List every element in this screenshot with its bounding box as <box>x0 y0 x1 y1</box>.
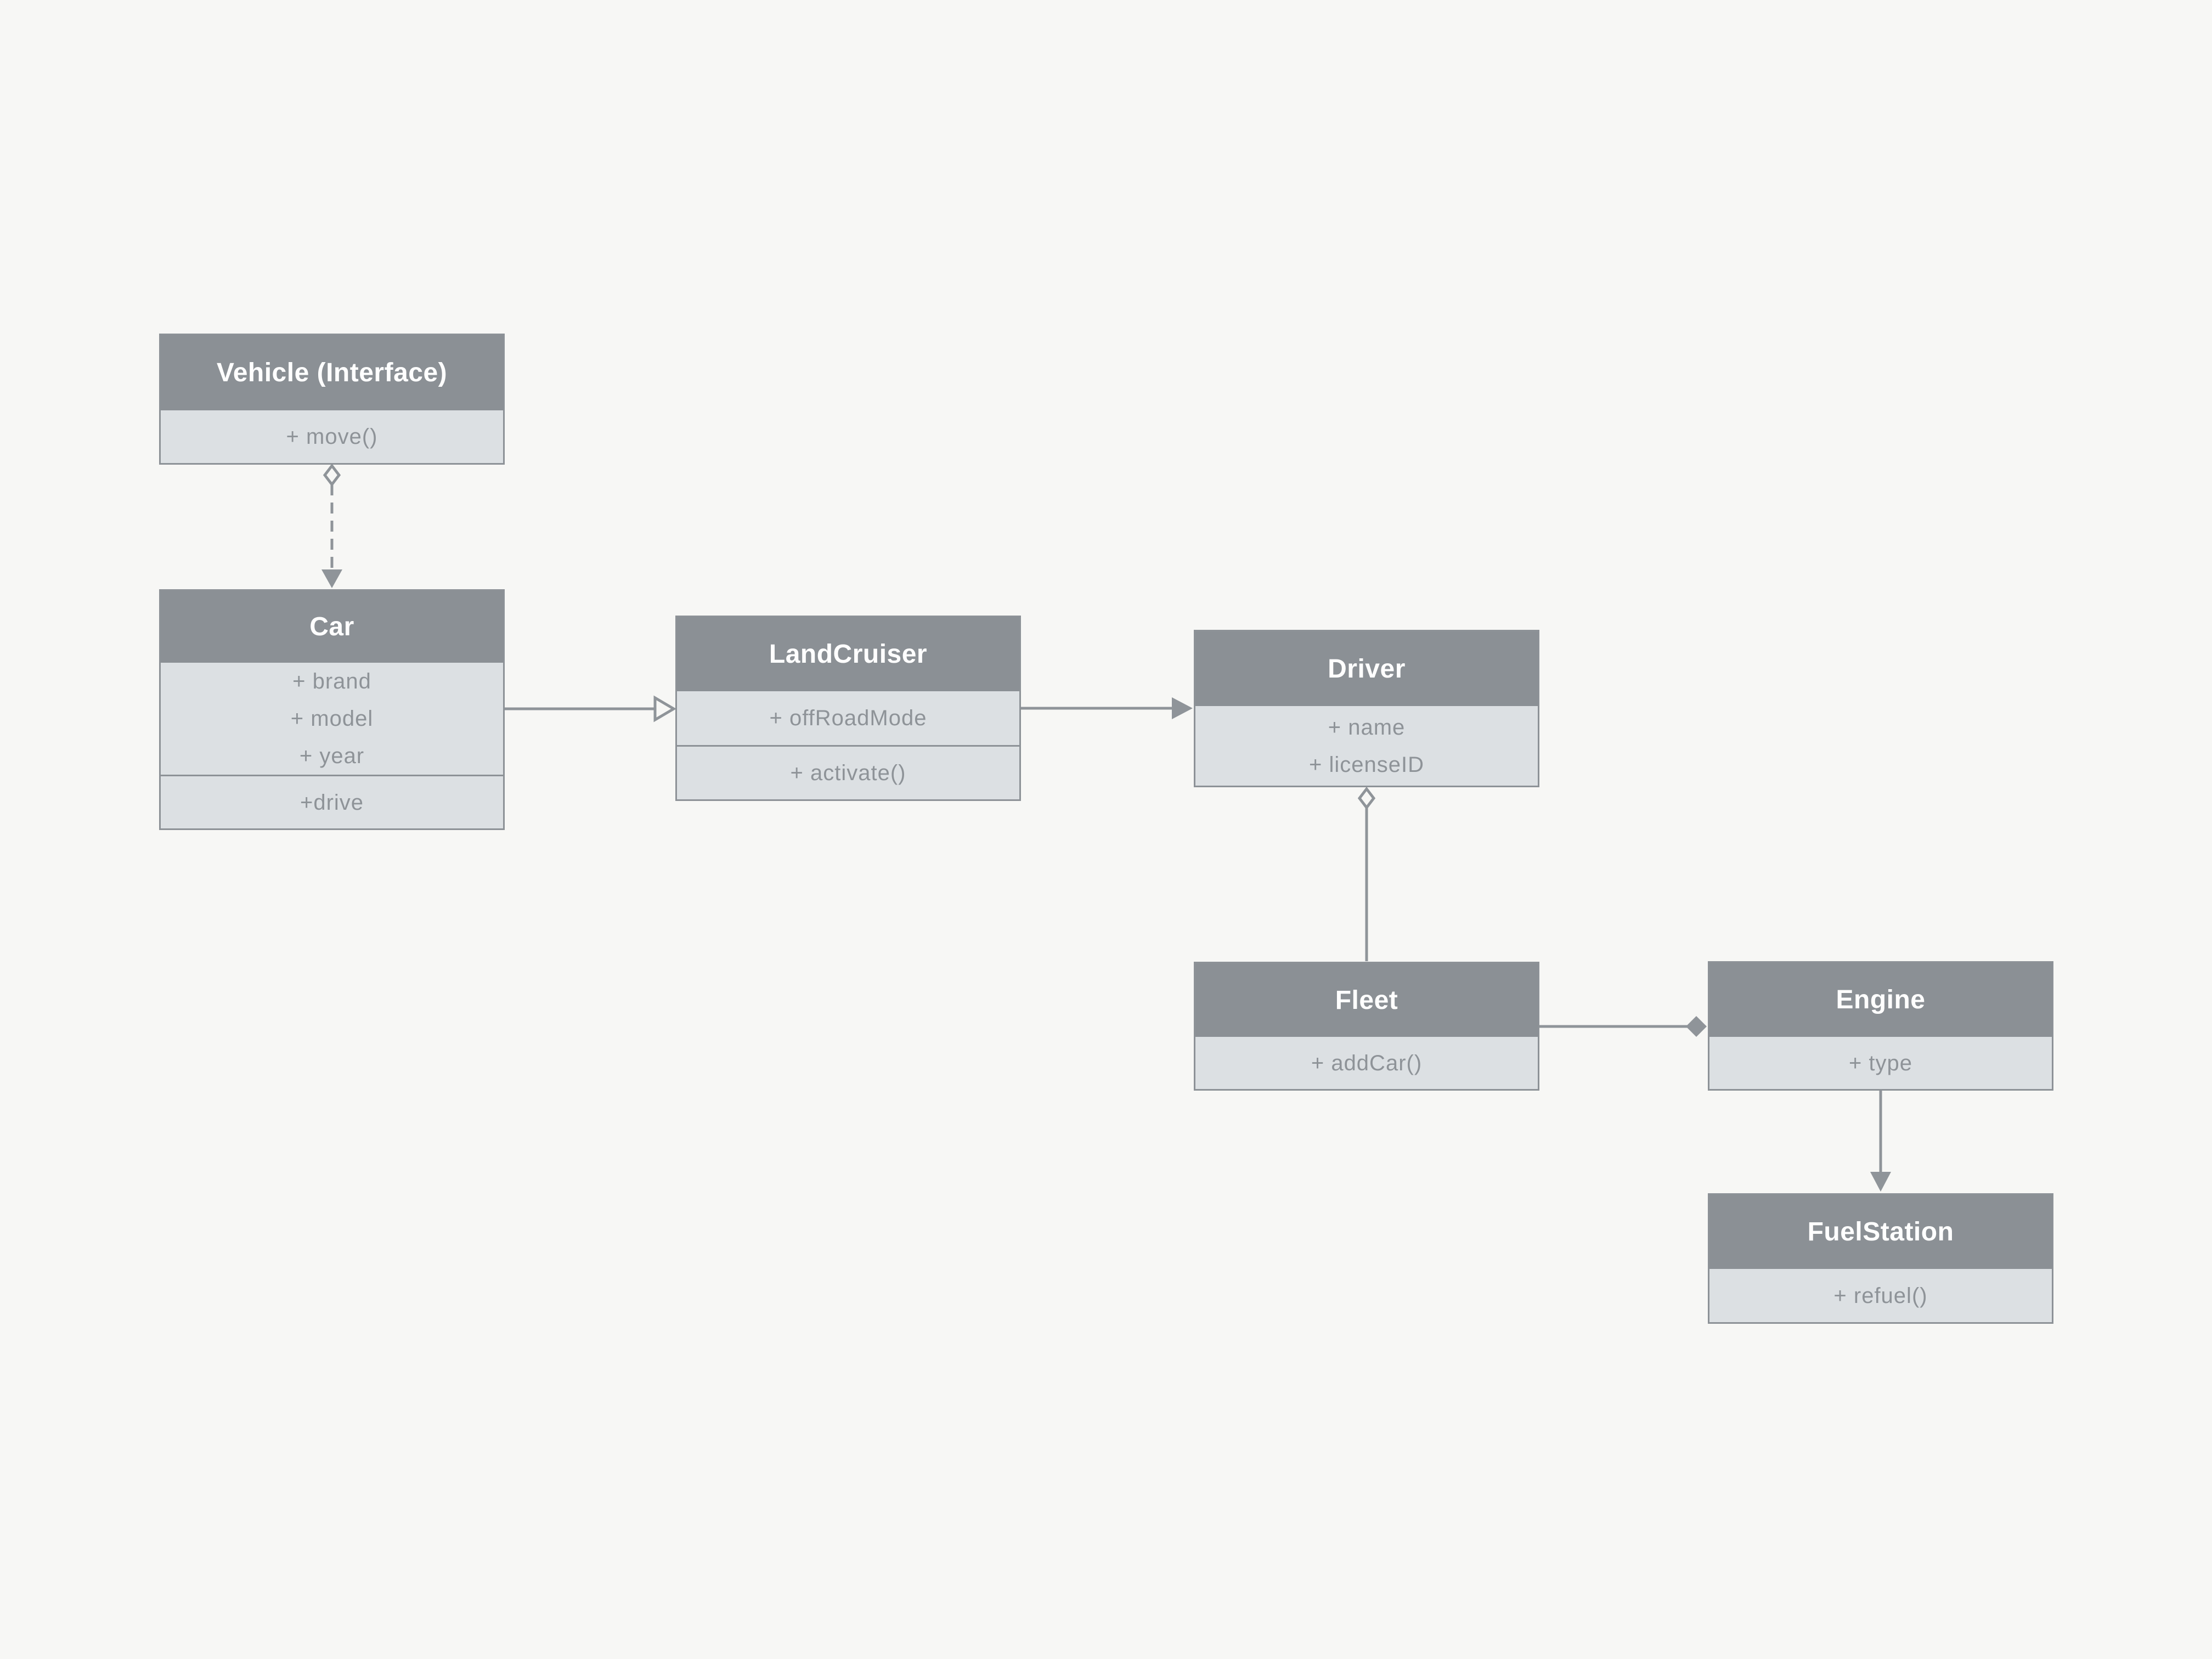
filled-arrowhead-icon <box>1870 1172 1891 1192</box>
class-title: Car <box>161 591 503 663</box>
edge-fleet-driver-aggregation <box>1357 786 1376 961</box>
open-triangle-icon <box>653 695 676 723</box>
class-member: + name <box>1328 715 1406 740</box>
filled-arrowhead-icon <box>1172 697 1193 719</box>
class-member: + year <box>299 744 365 768</box>
filled-diamond-icon <box>1686 1016 1707 1037</box>
class-title: FuelStation <box>1709 1195 2052 1269</box>
open-diamond-icon <box>323 463 341 487</box>
class-member: + model <box>290 707 374 731</box>
class-member: + offRoadMode <box>769 706 927 730</box>
class-member: + activate() <box>790 761 906 785</box>
class-title: Driver <box>1195 631 1538 706</box>
class-box-landcruiser: LandCruiser + offRoadMode + activate() <box>675 616 1021 801</box>
edge-engine-fuelstation-association <box>1870 1091 1891 1192</box>
class-box-engine: Engine + type <box>1708 961 2053 1091</box>
edge-vehicle-car-realization <box>321 463 342 588</box>
class-member: +drive <box>300 790 364 815</box>
class-box-driver: Driver + name + licenseID <box>1194 630 1539 787</box>
class-member: + addCar() <box>1311 1051 1423 1075</box>
class-member: + brand <box>292 669 371 693</box>
class-member: + licenseID <box>1309 752 1424 777</box>
class-box-vehicle-interface: Vehicle (Interface) + move() <box>159 334 505 465</box>
class-member: + refuel() <box>1833 1283 1928 1308</box>
class-title: Vehicle (Interface) <box>161 335 503 410</box>
class-member: + type <box>1848 1051 1913 1075</box>
class-title: Engine <box>1709 963 2052 1037</box>
class-member: + move() <box>286 425 378 449</box>
class-title: LandCruiser <box>677 617 1019 691</box>
class-box-car: Car + brand + model + year +drive <box>159 589 505 830</box>
edge-fleet-engine-composition <box>1539 1016 1707 1037</box>
filled-arrowhead-icon <box>321 569 342 588</box>
open-diamond-icon <box>1357 786 1376 810</box>
edge-car-landcruiser-generalization <box>505 695 676 723</box>
class-box-fleet: Fleet + addCar() <box>1194 962 1539 1091</box>
class-box-fuelstation: FuelStation + refuel() <box>1708 1193 2053 1324</box>
edge-landcruiser-driver-association <box>1021 697 1193 719</box>
class-title: Fleet <box>1195 963 1538 1037</box>
